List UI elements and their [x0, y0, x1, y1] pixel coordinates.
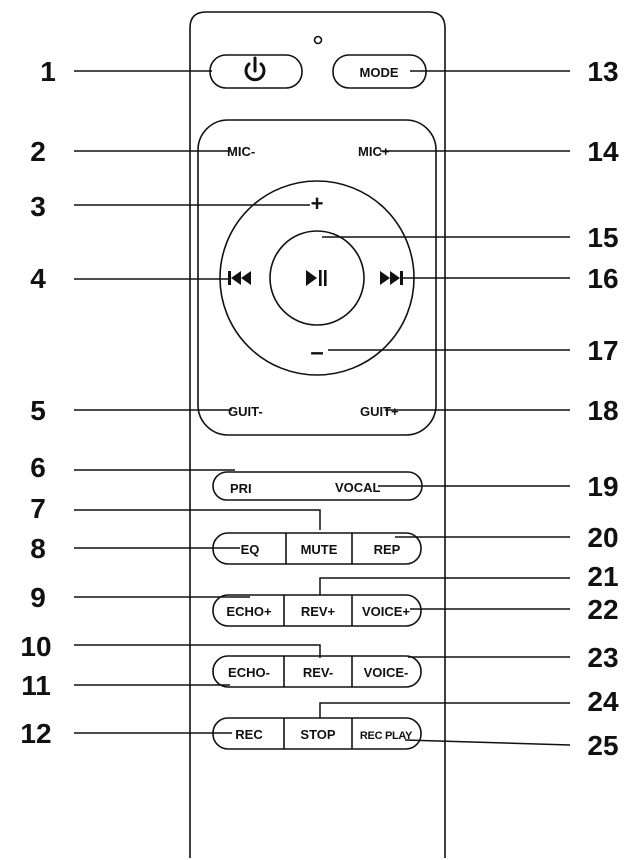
volume-up-button[interactable]: +	[311, 191, 324, 216]
callout-7: 7	[30, 493, 46, 524]
callout-10: 10	[20, 631, 51, 662]
eq-button[interactable]: EQ	[241, 542, 260, 557]
echo-plus-button[interactable]: ECHO+	[226, 604, 272, 619]
callout-19: 19	[587, 471, 618, 502]
pri-label: PRI	[230, 481, 252, 496]
callout-25: 25	[587, 730, 618, 761]
callout-18: 18	[587, 395, 618, 426]
button-row-minus: ECHO- REV- VOICE-	[212, 655, 422, 688]
button-row-rec: REC STOP REC PLAY	[212, 717, 422, 750]
callout-23: 23	[587, 642, 618, 673]
mic-minus-button[interactable]: MIC-	[227, 144, 255, 159]
rec-button[interactable]: REC	[235, 727, 263, 742]
mic-plus-button[interactable]: MIC+	[358, 144, 390, 159]
power-button[interactable]	[209, 54, 303, 89]
callout-numbers-right: 13 14 15 16 17 18 19 20 21 22 23 24 25	[587, 56, 619, 761]
callout-2: 2	[30, 136, 46, 167]
button-row-eq: EQ MUTE REP	[212, 532, 422, 565]
voice-plus-button[interactable]: VOICE+	[362, 604, 410, 619]
leader-lines	[74, 70, 571, 746]
power-icon	[244, 56, 266, 82]
mode-label: MODE	[360, 65, 399, 80]
remote-body	[189, 11, 446, 858]
callout-6: 6	[30, 452, 46, 483]
button-row-plus: ECHO+ REV+ VOICE+	[212, 594, 422, 627]
callout-16: 16	[587, 263, 618, 294]
previous-track-icon[interactable]	[228, 271, 251, 285]
callout-4: 4	[30, 263, 46, 294]
voice-minus-button[interactable]: VOICE-	[364, 665, 409, 680]
rep-button[interactable]: REP	[374, 542, 401, 557]
callout-11: 11	[21, 670, 51, 701]
callout-12: 12	[20, 718, 51, 749]
callout-24: 24	[587, 686, 619, 717]
callout-22: 22	[587, 594, 618, 625]
callout-5: 5	[30, 395, 46, 426]
next-track-icon[interactable]	[380, 271, 403, 285]
stop-button[interactable]: STOP	[300, 727, 335, 742]
guit-minus-button[interactable]: GUIT-	[228, 404, 263, 419]
callout-1: 1	[40, 56, 56, 87]
callout-3: 3	[30, 191, 46, 222]
mute-button[interactable]: MUTE	[301, 542, 338, 557]
callout-numbers-left: 1 2 3 4 5 6 7 8 9 10 11 12	[20, 56, 55, 749]
indicator-led	[313, 35, 323, 45]
callout-15: 15	[587, 222, 618, 253]
callout-20: 20	[587, 522, 618, 553]
play-pause-icon	[306, 270, 327, 286]
play-pause-button[interactable]	[269, 230, 365, 326]
rec-play-button[interactable]: REC PLAY	[360, 730, 413, 742]
callout-13: 13	[587, 56, 618, 87]
callout-17: 17	[587, 335, 618, 366]
guit-plus-button[interactable]: GUIT+	[360, 404, 399, 419]
vocal-label: VOCAL	[335, 480, 381, 495]
callout-8: 8	[30, 533, 46, 564]
callout-9: 9	[30, 582, 46, 613]
echo-minus-button[interactable]: ECHO-	[228, 665, 270, 680]
volume-down-button[interactable]: –	[310, 339, 323, 366]
callout-21: 21	[587, 561, 618, 592]
callout-14: 14	[587, 136, 619, 167]
rev-plus-button[interactable]: REV+	[301, 604, 336, 619]
rev-minus-button[interactable]: REV-	[303, 665, 333, 680]
